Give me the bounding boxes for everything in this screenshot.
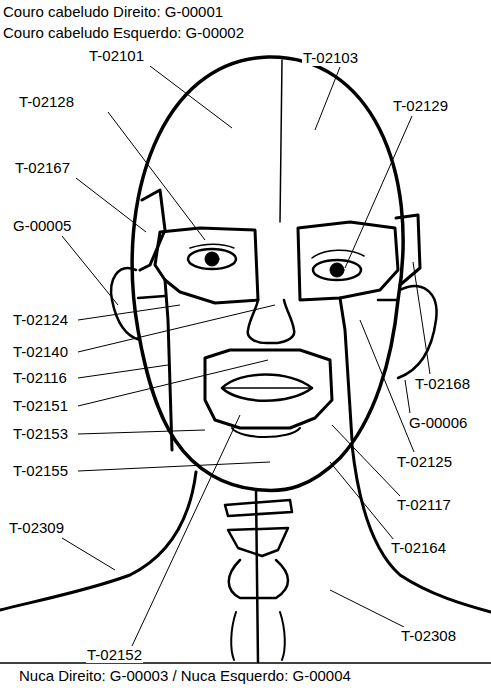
region-note: Couro cabeludo Esquerdo: G-00002 [2, 24, 245, 41]
callout-code: T-02153 [12, 425, 69, 442]
callout-code: T-02309 [8, 519, 65, 536]
callout-code: T-02167 [14, 159, 71, 176]
callout-code: T-02168 [414, 375, 471, 392]
callout-code: T-02116 [12, 369, 68, 386]
callout-code: T-02125 [396, 453, 453, 470]
callout-code: T-02101 [88, 47, 145, 64]
callout-code: T-02140 [12, 343, 69, 360]
callout-code: T-02128 [18, 93, 75, 110]
callout-code: T-02152 [86, 646, 143, 663]
region-note: Couro cabeludo Direito: G-00001 [2, 3, 224, 20]
callout-code: T-02129 [392, 97, 449, 114]
callout-code: T-02308 [400, 627, 457, 644]
callout-code: T-02124 [12, 311, 69, 328]
callout-code: G-00005 [12, 217, 72, 234]
callout-code: T-02155 [12, 462, 69, 479]
callout-code: T-02117 [396, 496, 452, 513]
callout-code: T-02103 [302, 49, 359, 66]
callout-code: T-02164 [390, 539, 447, 556]
region-note: Nuca Direito: G-00003 / Nuca Esquerdo: G… [18, 667, 352, 684]
callout-code: G-00006 [408, 414, 468, 431]
callout-code: T-02151 [12, 397, 69, 414]
